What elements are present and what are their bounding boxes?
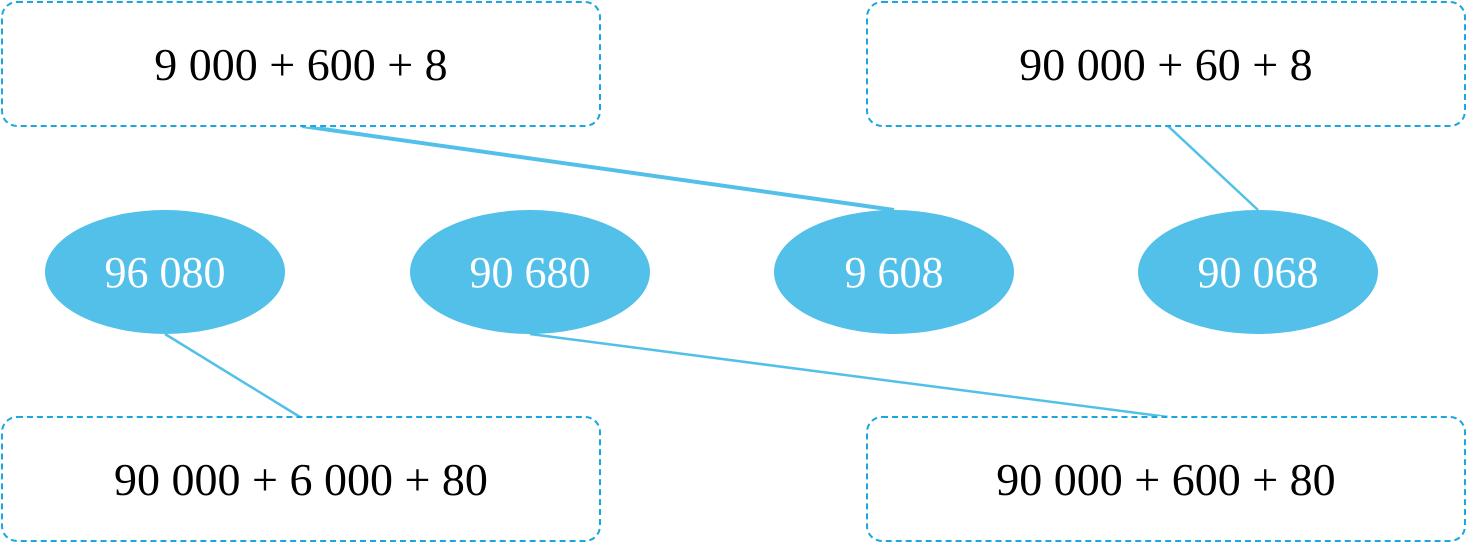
number-oval[interactable]: 9 608 xyxy=(774,210,1014,334)
expression-box[interactable]: 90 000 + 60 + 8 xyxy=(866,1,1466,127)
expression-box[interactable]: 9 000 + 600 + 8 xyxy=(1,1,601,127)
expression-box[interactable]: 90 000 + 600 + 80 xyxy=(866,416,1466,542)
connector-line xyxy=(1167,125,1259,211)
number-oval[interactable]: 90 680 xyxy=(410,210,650,334)
expression-box[interactable]: 90 000 + 6 000 + 80 xyxy=(1,416,601,542)
number-oval[interactable]: 96 080 xyxy=(45,210,285,334)
connector-line xyxy=(529,332,1169,419)
connector-line xyxy=(301,124,895,212)
connector-line xyxy=(164,332,301,419)
number-oval[interactable]: 90 068 xyxy=(1138,210,1378,334)
